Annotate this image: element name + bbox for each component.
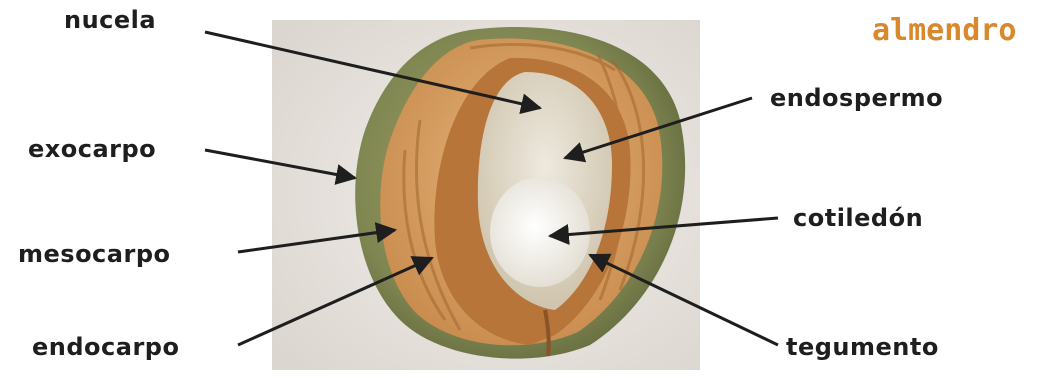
label-mesocarpo: mesocarpo (18, 242, 170, 266)
label-cotiledon: cotiledón (793, 206, 923, 230)
label-exocarpo: exocarpo (28, 137, 156, 161)
label-endospermo: endospermo (770, 86, 943, 110)
label-nucela: nucela (64, 8, 156, 32)
diagram-title: almendro (872, 16, 1017, 46)
cotyledon-shape (490, 177, 590, 287)
label-tegumento: tegumento (786, 335, 939, 359)
label-endocarpo: endocarpo (32, 335, 179, 359)
